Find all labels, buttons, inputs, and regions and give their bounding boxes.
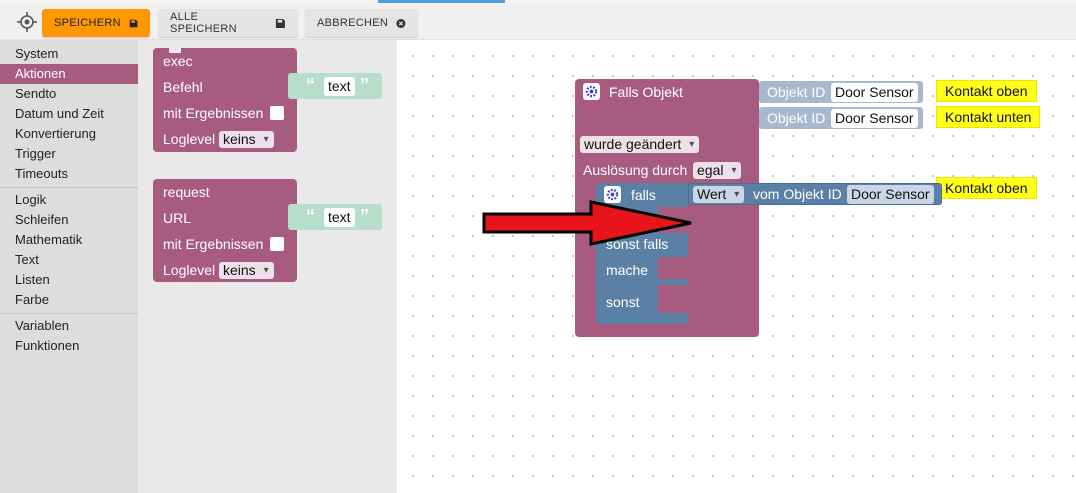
- request-title: request: [163, 184, 210, 200]
- object-id-label: Objekt ID: [767, 84, 826, 100]
- befehl-label: Befehl: [163, 79, 203, 95]
- blockly-workspace[interactable]: Falls Objekt wurde geändert Auslösung du…: [397, 40, 1076, 493]
- changed-dropdown[interactable]: wurde geändert: [580, 136, 700, 153]
- loglevel-dropdown[interactable]: keins: [219, 262, 274, 279]
- floppy-icon: [129, 19, 138, 27]
- object-id-field[interactable]: Door Sensor: [847, 185, 934, 204]
- text-field[interactable]: text: [324, 208, 355, 227]
- category-mathematik[interactable]: Mathematik: [15, 232, 83, 247]
- toolbar: SPEICHERN ALLE SPEICHERN ABBRECHEN: [0, 4, 1076, 40]
- comment-note[interactable]: Kontakt oben: [936, 177, 1037, 199]
- request-block[interactable]: request URL mit Ergebnissen Loglevel kei…: [153, 179, 297, 282]
- ausloesung-label: Auslösung durch: [583, 162, 688, 178]
- get-value-block[interactable]: Wert vom Objekt ID Door Sensor: [688, 183, 942, 205]
- category-aktionen[interactable]: Aktionen: [0, 64, 138, 84]
- category-listen[interactable]: Listen: [15, 272, 50, 287]
- category-system[interactable]: System: [15, 46, 59, 61]
- category-farbe[interactable]: Farbe: [15, 292, 49, 307]
- category-sidebar: System Aktionen Sendto Datum und Zeit Ko…: [0, 40, 138, 493]
- object-id-field[interactable]: Door Sensor: [831, 83, 918, 102]
- object-id-block-2[interactable]: Objekt ID Door Sensor: [759, 107, 923, 129]
- close-circle-icon: [396, 18, 406, 28]
- save-button-label: SPEICHERN: [54, 17, 121, 29]
- object-id-field[interactable]: Door Sensor: [831, 109, 918, 128]
- category-funktionen[interactable]: Funktionen: [15, 338, 80, 353]
- category-separator: [0, 313, 138, 314]
- comment-note[interactable]: Kontakt oben: [936, 80, 1037, 102]
- floppy-icon: [276, 18, 286, 28]
- text-field[interactable]: text: [324, 77, 355, 96]
- open-quote-icon: “: [306, 75, 315, 95]
- sonst-label: sonst: [606, 294, 640, 310]
- red-arrow-icon: [482, 200, 692, 246]
- object-id-block-1[interactable]: Objekt ID Door Sensor: [759, 81, 923, 103]
- top-strip: [0, 0, 1076, 4]
- category-konvertierung[interactable]: Konvertierung: [15, 126, 96, 141]
- empty-statement-slot: [658, 257, 688, 279]
- save-all-button-label: ALLE SPEICHERN: [170, 11, 237, 35]
- category-sendto[interactable]: Sendto: [15, 86, 57, 101]
- category-datum-und-zeit[interactable]: Datum und Zeit: [15, 106, 104, 121]
- object-id-label: Objekt ID: [767, 110, 826, 126]
- category-trigger[interactable]: Trigger: [15, 146, 56, 161]
- mache-label: mache: [606, 262, 649, 278]
- gear-icon[interactable]: [583, 83, 600, 100]
- active-tab-indicator: [378, 0, 505, 3]
- save-all-button[interactable]: ALLE SPEICHERN: [158, 9, 298, 37]
- mit-ergebnissen-label: mit Ergebnissen: [163, 236, 264, 252]
- empty-statement-slot: [658, 285, 688, 313]
- sonst-falls-label: sonst falls: [606, 236, 669, 252]
- open-quote-icon: “: [306, 206, 315, 226]
- loglevel-label: Loglevel: [163, 131, 216, 147]
- close-quote-icon: ”: [360, 75, 369, 95]
- cancel-button[interactable]: ABBRECHEN: [305, 9, 418, 37]
- mit-ergebnissen-checkbox[interactable]: [270, 106, 284, 120]
- close-quote-icon: ”: [360, 206, 369, 226]
- wert-dropdown[interactable]: Wert: [693, 186, 745, 203]
- trigger-title: Falls Objekt: [609, 84, 683, 100]
- category-text[interactable]: Text: [15, 252, 39, 267]
- gear-icon[interactable]: [604, 186, 621, 203]
- cancel-button-label: ABBRECHEN: [317, 17, 389, 29]
- category-logik[interactable]: Logik: [15, 192, 47, 207]
- save-button[interactable]: SPEICHERN: [42, 9, 150, 37]
- mit-ergebnissen-checkbox[interactable]: [270, 237, 284, 251]
- crosshair-icon[interactable]: [16, 11, 38, 33]
- category-timeouts[interactable]: Timeouts: [15, 166, 68, 181]
- exec-title: exec: [163, 53, 193, 69]
- block-notch: [169, 48, 181, 53]
- text-literal-block[interactable]: “ text ”: [288, 204, 382, 230]
- loglevel-dropdown[interactable]: keins: [219, 131, 274, 148]
- block-flyout: exec Befehl mit Ergebnissen Loglevel kei…: [138, 40, 397, 493]
- mit-ergebnissen-label: mit Ergebnissen: [163, 105, 264, 121]
- text-literal-block[interactable]: “ text ”: [288, 73, 382, 99]
- exec-block[interactable]: exec Befehl mit Ergebnissen Loglevel kei…: [153, 48, 297, 152]
- comment-note[interactable]: Kontakt unten: [936, 106, 1041, 128]
- ausloesung-dropdown[interactable]: egal: [693, 162, 742, 179]
- url-label: URL: [163, 210, 192, 226]
- category-variablen[interactable]: Variablen: [15, 318, 69, 333]
- loglevel-label: Loglevel: [163, 262, 216, 278]
- category-schleifen[interactable]: Schleifen: [15, 212, 69, 227]
- falls-label: falls: [631, 187, 656, 203]
- category-separator: [0, 187, 138, 188]
- vom-objekt-label: vom Objekt ID: [753, 186, 842, 202]
